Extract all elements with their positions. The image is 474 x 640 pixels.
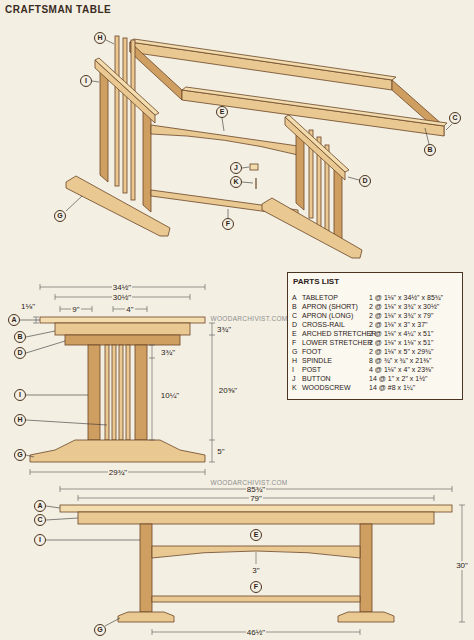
table-cell: 4 @ 1⅛" x 4" x 23⅜": [369, 366, 433, 374]
side-view: [46, 486, 465, 635]
dimension: 5": [216, 447, 225, 456]
callout-letter: G: [54, 210, 66, 222]
table-cell: APRON (LONG): [302, 312, 353, 320]
table-cell: 2 @ 1⅛" x 5" x 29¾": [369, 348, 433, 356]
callout-letter: E: [216, 106, 228, 118]
table-cell: SPINDLE: [302, 357, 332, 365]
watermark: WOODARCHIVIST.COM: [211, 315, 288, 322]
dimension: 85¾": [246, 485, 266, 494]
callout-letter: F: [222, 218, 234, 230]
table-cell: BUTTON: [302, 375, 331, 383]
table-cell: APRON (SHORT): [302, 303, 358, 311]
dimension: 34½": [112, 283, 132, 292]
dimension: 46½": [246, 628, 266, 637]
table-cell: H: [292, 357, 297, 365]
table-cell: I: [292, 366, 294, 374]
callout-letter: F: [250, 581, 262, 593]
callout-letter: B: [14, 331, 26, 343]
table-cell: 14 @ #8 x 1¼": [369, 384, 415, 392]
table-cell: J: [292, 375, 296, 383]
table-cell: 14 @ 1" x 2" x 1½": [369, 375, 428, 383]
table-cell: WOODSCREW: [302, 384, 351, 392]
table-cell: CROSS-RAIL: [302, 321, 345, 329]
dimension: 29¾": [108, 468, 128, 477]
callout-letter: H: [14, 414, 26, 426]
callout-letter: D: [14, 347, 26, 359]
table-cell: C: [292, 312, 297, 320]
table-cell: POST: [302, 366, 321, 374]
exploded-view: [66, 36, 452, 258]
callout-letter: A: [8, 314, 20, 326]
callout-letter: G: [94, 624, 106, 636]
dimension: 30½": [112, 293, 132, 302]
table-cell: 2 @ 1⅛" x 3¾" x 30½": [369, 303, 439, 311]
table-cell: 2 @ 1⅛" x 3" x 37": [369, 321, 428, 329]
table-cell: FOOT: [302, 348, 321, 356]
table-cell: LOWER STRETCHER: [302, 339, 372, 347]
dimension: 9": [71, 305, 80, 314]
callout-letter: C: [449, 112, 461, 124]
end-view: [20, 284, 215, 475]
table-heading: PARTS LIST: [288, 273, 462, 290]
table-cell: 2 @ 1⅛" x 1⅛" x 51": [369, 339, 433, 347]
table-cell: ARCHED STRETCHER: [302, 330, 376, 338]
diagram-title: CRAFTSMAN TABLE: [5, 4, 111, 15]
dimension: 30": [455, 561, 469, 570]
callout-letter: A: [34, 500, 46, 512]
table-cell: B: [292, 303, 297, 311]
table-cell: D: [292, 321, 297, 329]
dimension: 3¾": [160, 348, 176, 357]
dimension: 20⅝": [218, 386, 238, 395]
dimension: 10¼": [160, 391, 180, 400]
table-cell: 1 @ 1⅛" x 34½" x 85¾": [369, 294, 443, 302]
callout-letter: G: [14, 449, 26, 461]
callout-letter: K: [230, 176, 242, 188]
table-cell: F: [292, 339, 296, 347]
callout-letter: H: [94, 32, 106, 44]
table-cell: 2 @ 1⅛" x 3¾" x 79": [369, 312, 433, 320]
table-cell: TABLETOP: [302, 294, 338, 302]
callout-letter: D: [359, 175, 371, 187]
table-cell: E: [292, 330, 297, 338]
callout-letter: E: [250, 529, 262, 541]
table-cell: 8 @ ¾" x ¾" x 21⅜": [369, 357, 431, 365]
dimension: 3": [251, 566, 260, 575]
table-cell: K: [292, 384, 297, 392]
dimension: 1⅛": [20, 302, 36, 311]
callout-letter: B: [424, 144, 436, 156]
table-cell: G: [292, 348, 297, 356]
table-cell: 2 @ 1⅛" x 4¼" x 51": [369, 330, 433, 338]
callout-letter: I: [14, 389, 26, 401]
dimension: 79": [249, 494, 263, 503]
dimension: 4": [125, 305, 134, 314]
dimension: 3¾": [216, 325, 232, 334]
callout-letter: C: [34, 514, 46, 526]
callout-letter: I: [80, 75, 92, 87]
callout-letter: J: [230, 162, 242, 174]
callout-letter: I: [34, 534, 46, 546]
table-cell: A: [292, 294, 297, 302]
